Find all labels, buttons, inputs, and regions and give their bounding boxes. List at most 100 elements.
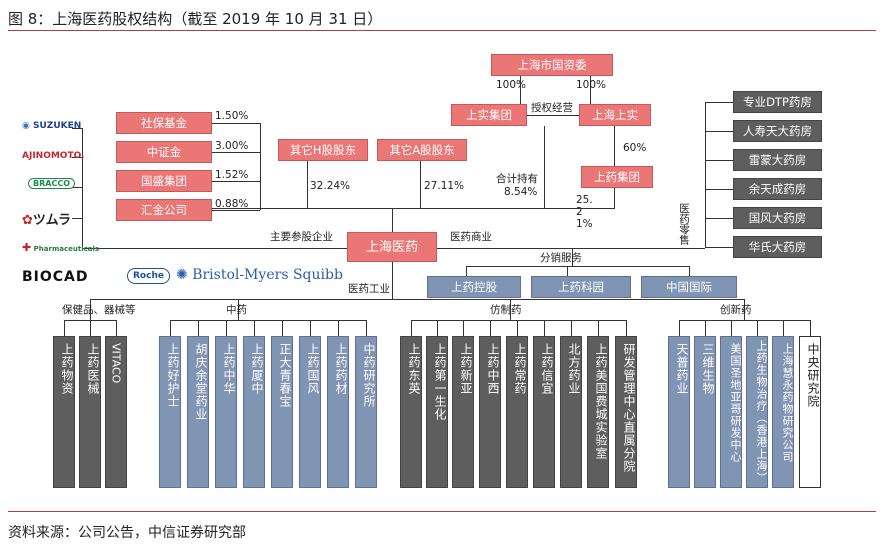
line <box>598 320 599 336</box>
company-box: 上药第一生化 <box>426 336 448 488</box>
company-box: 美国圣地亚哥研发中心 <box>720 336 742 488</box>
company-box: 胡庆余堂药业 <box>187 336 209 488</box>
line <box>679 320 810 321</box>
line <box>226 320 227 336</box>
tsumura-logo: ✿ツムラ <box>22 213 71 228</box>
line <box>437 320 438 336</box>
company-box: 上药东英 <box>400 336 422 488</box>
line <box>90 299 744 300</box>
pharmacy-box: 雷蒙大药房 <box>733 149 822 171</box>
pct-sige: 100% <box>496 79 527 91</box>
line <box>466 266 689 267</box>
company-box: 上药中西 <box>479 336 501 488</box>
retail-label: 医药零售 <box>678 203 690 245</box>
pct-shss: 100% <box>576 79 607 91</box>
company-box: 上药新亚 <box>452 336 474 488</box>
company-box: 上药信宜 <box>533 336 555 488</box>
shss-box: 上海上实 <box>579 104 651 126</box>
h-shares-box: 其它H股股东 <box>278 139 368 161</box>
suzuken-logo: ◉ SUZUKEN <box>22 121 82 131</box>
h-shares-pct: 32.24% <box>310 180 351 192</box>
company-box: 上药生物治疗（香港上海） <box>746 336 768 488</box>
line <box>212 152 260 153</box>
footer-rule <box>8 511 876 512</box>
line <box>82 128 83 250</box>
company-box: 上药中华 <box>215 336 237 488</box>
line <box>689 266 690 276</box>
company-box: 上药药材 <box>327 336 349 488</box>
company-box: 上药国风 <box>299 336 321 488</box>
line <box>170 320 171 336</box>
line <box>238 299 239 320</box>
distribution-box: 上药控股 <box>427 276 521 298</box>
line <box>411 320 412 336</box>
line <box>744 299 745 320</box>
bracco-logo: BRACCO <box>28 178 75 189</box>
industry-label: 医药工业 <box>348 283 390 295</box>
line <box>567 266 568 276</box>
line <box>517 320 518 336</box>
line <box>490 320 491 336</box>
line <box>212 208 615 209</box>
line <box>72 157 82 158</box>
line <box>705 189 733 190</box>
sy-pct: 25.21% <box>576 194 593 230</box>
pharmacy-box: 专业DTP药房 <box>733 91 822 113</box>
line <box>64 320 65 336</box>
source-note: 资料来源：公司公告，中信证券研究部 <box>8 525 246 541</box>
line <box>170 320 366 321</box>
line <box>510 299 511 320</box>
line <box>338 320 339 336</box>
shareholder-pct: 0.88% <box>215 198 249 210</box>
line <box>72 128 82 129</box>
line <box>392 208 393 232</box>
shareholder-pct: 1.50% <box>215 110 249 122</box>
line <box>705 102 706 248</box>
a-shares-box: 其它A股股东 <box>377 139 467 161</box>
line <box>705 102 733 103</box>
distribution-box: 中国国际 <box>641 276 737 298</box>
commerce-label: 医药商业 <box>450 231 492 243</box>
company-box: 正大青春宝 <box>271 336 293 488</box>
line <box>614 188 615 208</box>
line <box>212 210 260 211</box>
line <box>72 218 82 219</box>
company-box: 上药医械 <box>79 336 101 488</box>
line <box>310 320 311 336</box>
line <box>463 320 464 336</box>
company-box: 中药研究所 <box>355 336 377 488</box>
distribution-box: 上药科园 <box>531 276 631 298</box>
line <box>590 76 591 104</box>
company-box: 上药美国费城实验室 <box>587 336 609 488</box>
line <box>90 320 91 336</box>
title-rule <box>8 30 876 31</box>
company-box: 上药物资 <box>53 336 75 488</box>
line <box>198 320 199 336</box>
line <box>437 248 705 249</box>
pharmacy-box: 华氏大药房 <box>733 236 822 258</box>
line <box>420 161 421 208</box>
main-partners-label: 主要参股企业 <box>270 231 333 243</box>
company-box: 三维生物 <box>694 336 716 488</box>
auth-label: 授权经营 <box>531 102 573 114</box>
company-box: 上药厦中 <box>243 336 265 488</box>
line <box>544 320 545 336</box>
line <box>116 320 117 336</box>
line <box>212 123 260 124</box>
ajinomoto-logo: AJINOMOTO. <box>22 151 85 161</box>
line <box>212 181 260 182</box>
line <box>90 299 91 320</box>
line <box>783 320 784 336</box>
distribution-label: 分销服务 <box>540 252 582 264</box>
line <box>705 320 706 336</box>
pharma-logo: ✚ Pharmaceuticals <box>22 241 100 254</box>
category-label: 仿制药 <box>490 304 522 316</box>
total-label: 合计持有 <box>496 173 538 185</box>
line <box>282 320 283 336</box>
page-title: 图 8：上海医药股权结构（截至 2019 年 10 月 31 日） <box>8 10 383 28</box>
line <box>731 320 732 336</box>
total-pct: 8.54% <box>504 186 538 198</box>
sige-box: 上实集团 <box>451 104 527 126</box>
sy-group-box: 上药集团 <box>581 166 653 188</box>
bms-logo: ✺ Bristol-Myers Squibb <box>176 267 343 283</box>
